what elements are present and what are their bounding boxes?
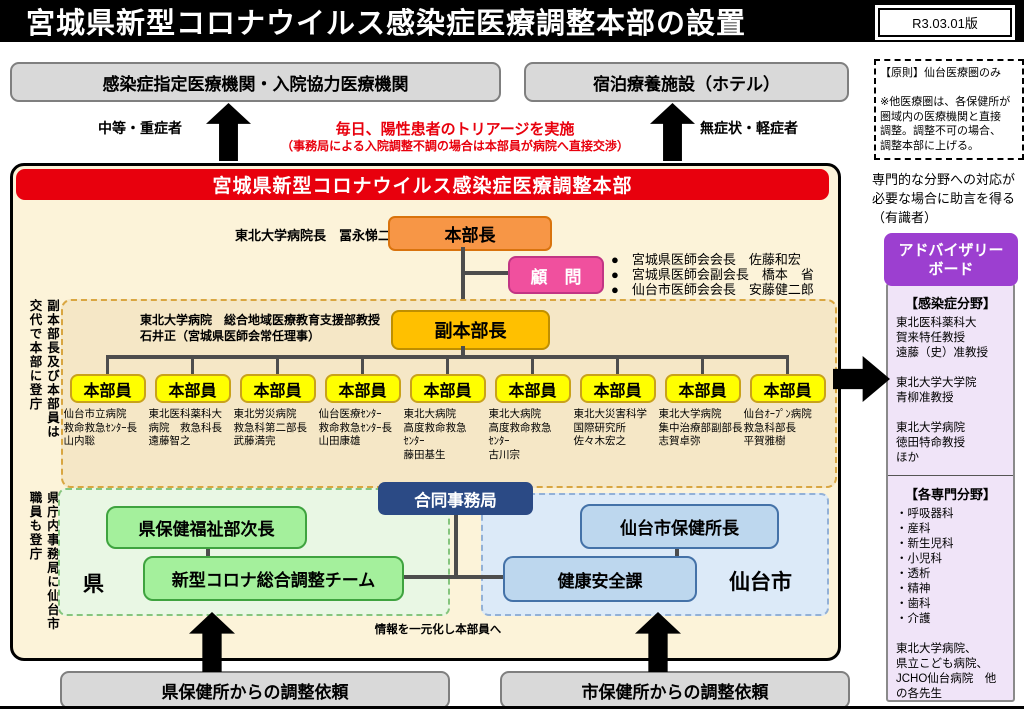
sendai-city-label: 仙台市 xyxy=(729,571,792,594)
connector-line xyxy=(530,358,535,374)
member-box: 本部員 xyxy=(324,374,401,403)
member-detail: 東北大病院 高度救命救急 ｾﾝﾀｰ 藤田基生 xyxy=(403,408,467,461)
covid-coordination-team-box: 新型コロナ総合調整チーム xyxy=(143,556,404,601)
member-detail: 東北医科薬科大 病院 救急科長 遠藤智之 xyxy=(148,408,223,447)
connector-line xyxy=(700,358,705,374)
version-badge: R3.03.01版 xyxy=(878,8,1012,37)
rotation-note: 副本部長及び本部員は交代で本部に登庁 xyxy=(27,299,60,439)
member-column: 本部員 仙台市立病院 救命救急ｾﾝﾀｰ長 山内聡 xyxy=(63,358,150,449)
specialty-field-heading: 【各専門分野】 xyxy=(904,487,996,502)
infection-field-heading: 【感染症分野】 xyxy=(904,296,996,311)
member-column: 本部員 東北大病院 高度救命救急 ｾﾝﾀｰ 古川宗 xyxy=(488,358,575,462)
triage-note-sub: （事務局による入院調整不調の場合は本部員が病院へ直接交渉） xyxy=(281,139,629,153)
director-name-label: 東北大学病院長 冨永悌二 xyxy=(235,228,392,243)
member-column: 本部員 仙台ｵｰﾌﾟﾝ病院 救急科部長 平賀雅樹 xyxy=(743,358,830,449)
info-centralize-note: 情報を一元化し本部員へ xyxy=(374,624,502,636)
advisory-board-title: アドバイザリー ボード xyxy=(884,233,1018,286)
member-detail: 東北大病院 高度救命救急 ｾﾝﾀｰ 古川宗 xyxy=(488,408,552,461)
headquarters-title: 宮城県新型コロナウイルス感染症医療調整本部 xyxy=(16,169,829,200)
severe-patients-label: 中等・重症者 xyxy=(98,120,182,136)
member-box: 本部員 xyxy=(664,374,741,403)
member-box: 本部員 xyxy=(494,374,571,403)
member-box: 本部員 xyxy=(579,374,656,403)
member-box: 本部員 xyxy=(69,374,146,403)
connector-line xyxy=(675,545,679,558)
member-detail: 仙台ｵｰﾌﾟﾝ病院 救急科部長 平賀雅樹 xyxy=(743,408,812,447)
member-detail: 東北労災病院 救急科第二部長 武藤満完 xyxy=(233,408,308,447)
member-box: 本部員 xyxy=(154,374,231,403)
connector-line xyxy=(463,271,510,275)
designated-hospitals-box: 感染症指定医療機関・入院協力医療機関 xyxy=(10,62,501,102)
page-title: 宮城県新型コロナウイルス感染症医療調整本部の設置 xyxy=(26,8,747,40)
deputy-director-box: 副本部長 xyxy=(391,310,550,350)
joint-office-box: 合同事務局 xyxy=(378,482,533,515)
connector-line xyxy=(360,358,365,374)
triage-note-main: 毎日、陽性患者のトリアージを実施 xyxy=(335,121,575,138)
health-safety-division-box: 健康安全課 xyxy=(503,556,697,602)
connector-line xyxy=(400,575,503,579)
principle-note-box: 【原則】仙台医療圏のみ ※他医療圏は、各保健所が 圏域内の医療機関と直接 調整。… xyxy=(874,59,1024,160)
lodging-facility-box: 宿泊療養施設（ホテル） xyxy=(524,62,849,102)
pref-request-box: 県保健所からの調整依頼 xyxy=(60,671,450,709)
connector-line xyxy=(461,247,465,310)
member-column: 本部員 東北医科薬科大 病院 救急科長 遠藤智之 xyxy=(148,358,235,449)
member-detail: 東北大学病院 集中治療部副部長 志賀卓弥 xyxy=(658,408,743,447)
connector-line xyxy=(275,358,280,374)
connector-line xyxy=(461,346,465,356)
city-request-box: 市保健所からの調整依頼 xyxy=(500,671,850,709)
right-arrow-icon xyxy=(833,356,890,402)
advisor-hint-text: 専門的な分野への対応が 必要な場合に助言を得る （有識者） xyxy=(872,172,1016,225)
headquarters-box: 宮城県新型コロナウイルス感染症医療調整本部 東北大学病院長 冨永悌二 本部長 顧… xyxy=(10,163,841,661)
city-health-center-box: 仙台市保健所長 xyxy=(580,504,779,549)
connector-line xyxy=(206,545,210,558)
specialty-field-list: ・呼吸器科 ・産科 ・新生児科 ・小児科 ・透析 ・精神 ・歯科 ・介護 東北大… xyxy=(896,508,997,700)
prefecture-label: 県 xyxy=(83,573,104,596)
member-box: 本部員 xyxy=(749,374,826,403)
title-bar: 宮城県新型コロナウイルス感染症医療調整本部の設置 R3.03.01版 xyxy=(0,0,1024,42)
deputy-name-label: 東北大学病院 総合地域医療教育支援部教授 石井正（宮城県医師会常任理事） xyxy=(140,313,381,343)
up-arrow-icon xyxy=(206,103,251,161)
advisor-box: 顧 問 xyxy=(508,256,604,294)
director-box: 本部長 xyxy=(388,216,552,251)
connector-line xyxy=(454,515,458,577)
connector-line xyxy=(106,355,789,359)
member-column: 本部員 東北労災病院 救急科第二部長 武藤満完 xyxy=(233,358,320,449)
member-detail: 仙台市立病院 救命救急ｾﾝﾀｰ長 山内聡 xyxy=(63,408,138,447)
member-column: 本部員 仙台医療ｾﾝﾀｰ 救命救急ｾﾝﾀｰ長 山田康雄 xyxy=(318,358,405,449)
member-column: 本部員 東北大病院 高度救命救急 ｾﾝﾀｰ 藤田基生 xyxy=(403,358,490,462)
advisory-board: 【感染症分野】 東北医科薬科大 賀来特任教授 遠藤（史）准教授 東北大学大学院 … xyxy=(884,233,1018,702)
mild-patients-label: 無症状・軽症者 xyxy=(700,120,798,136)
member-column: 本部員 東北大災害科学 国際研究所 佐々木宏之 xyxy=(573,358,660,449)
staff-note: 県庁内事務局に仙台市職員も登庁 xyxy=(27,491,60,631)
pref-health-dept-box: 県保健福祉部次長 xyxy=(106,506,307,549)
infection-field-list: 東北医科薬科大 賀来特任教授 遠藤（史）准教授 東北大学大学院 青柳准教授 東北… xyxy=(896,317,988,464)
member-detail: 仙台医療ｾﾝﾀｰ 救命救急ｾﾝﾀｰ長 山田康雄 xyxy=(318,408,393,447)
connector-line xyxy=(615,358,620,374)
advisor-members-list: ● 宮城県医師会会長 佐藤和宏 ● 宮城県医師会副会長 橋本 省 ● 仙台市医師… xyxy=(611,252,814,297)
bottom-edge-line xyxy=(0,706,1024,709)
connector-line xyxy=(785,358,790,374)
member-box: 本部員 xyxy=(239,374,316,403)
member-box: 本部員 xyxy=(409,374,486,403)
connector-line xyxy=(445,358,450,374)
up-arrow-icon xyxy=(650,103,695,161)
connector-line xyxy=(105,358,110,374)
connector-line xyxy=(190,358,195,374)
member-detail: 東北大災害科学 国際研究所 佐々木宏之 xyxy=(573,408,648,447)
divider xyxy=(888,475,1013,476)
member-column: 本部員 東北大学病院 集中治療部副部長 志賀卓弥 xyxy=(658,358,745,449)
advisory-board-body: 【感染症分野】 東北医科薬科大 賀来特任教授 遠藤（史）准教授 東北大学大学院 … xyxy=(886,283,1015,702)
